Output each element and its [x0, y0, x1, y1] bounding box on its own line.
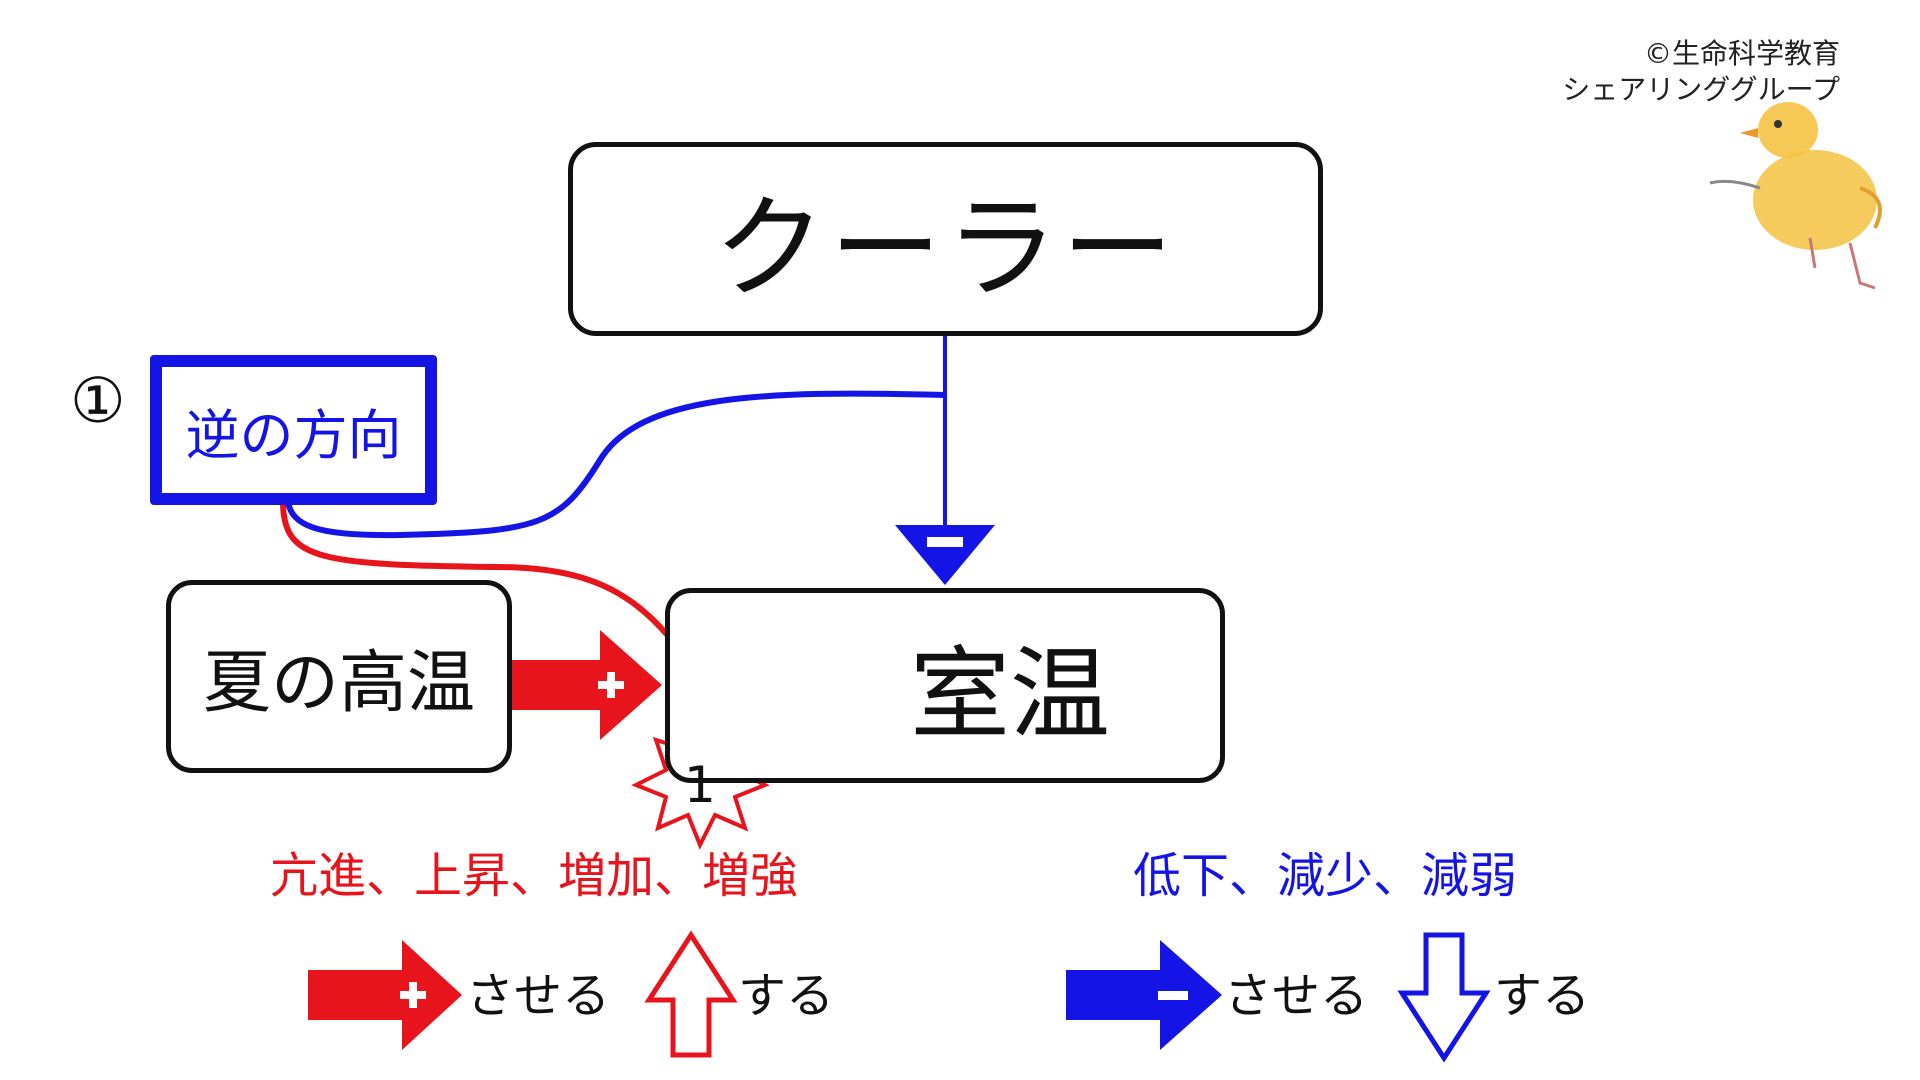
cooler-label: クーラー: [713, 184, 1178, 314]
reverse-direction-box: 逆の方向: [150, 355, 437, 505]
legend-minus-arrow: [1066, 940, 1222, 1050]
copyright-text: ©生命科学教育 シェアリンググループ: [1562, 36, 1840, 108]
blue-feedback-curve: [285, 390, 946, 539]
summer-heat-box: 夏の高温: [166, 580, 512, 773]
minus-arrowhead: [895, 525, 995, 585]
burst-number: 1: [684, 756, 716, 814]
legend-up-arrow-icon: [644, 930, 738, 1058]
circled-number-1: ①: [70, 364, 126, 437]
legend-plus-arrow: [308, 940, 462, 1050]
plus-arrow: [508, 630, 662, 740]
copyright-line-1: ©生命科学教育: [1643, 37, 1840, 70]
decrease-terms: 低下、減少、減弱: [1133, 848, 1518, 904]
room-temperature-label: 室温: [910, 636, 1110, 753]
plus-sign-v: [607, 672, 615, 698]
increase-terms: 亢進、上昇、増加、増強: [270, 848, 799, 904]
legend-down-text: する: [1494, 968, 1591, 1024]
legend-down-arrow-icon: [1397, 932, 1491, 1063]
cooler-box: クーラー: [568, 142, 1323, 336]
copyright-line-2: シェアリンググループ: [1562, 73, 1840, 106]
legend-minus-text: させる: [1224, 968, 1369, 1024]
legend-minus-sign: [1158, 991, 1188, 1000]
reverse-direction-label: 逆の方向: [185, 403, 402, 467]
legend-plus-text: させる: [466, 968, 611, 1024]
legend-plus-v: [409, 982, 417, 1008]
minus-sign-icon: [927, 537, 963, 547]
room-temperature-box: 室温: [665, 588, 1225, 783]
chick-illustration: [1709, 102, 1882, 290]
legend-up-text: する: [738, 968, 835, 1024]
summer-heat-label: 夏の高温: [202, 644, 475, 723]
